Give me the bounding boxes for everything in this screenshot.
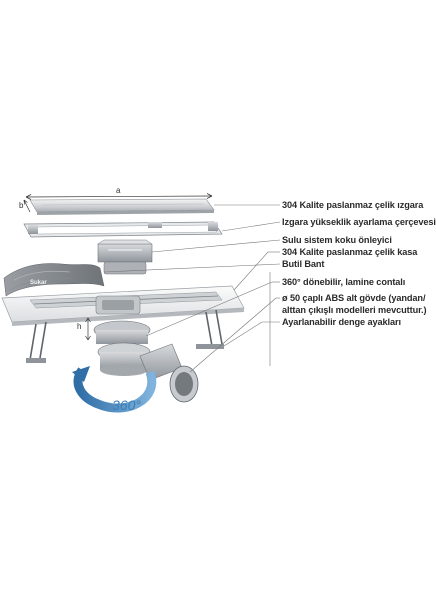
dim-a-label: a — [116, 186, 121, 195]
steel-body-tray — [1, 285, 245, 326]
label-adjust-frame: Izgara yükseklik ayarlama çerçevesi — [282, 217, 436, 227]
abs-lower-body — [93, 320, 199, 403]
height-adjust-frame — [23, 221, 223, 238]
product-diagram: Sukar — [1, 186, 436, 413]
label-butyl-tape: Butil Bant — [282, 259, 325, 269]
label-odor-trap: Sulu sistem koku önleyici — [282, 235, 392, 245]
tape-brand-text: Sukar — [30, 280, 47, 286]
label-leveling-feet: Ayarlanabilir denge ayakları — [282, 317, 401, 327]
label-abs-body-1: ø 50 çaplı ABS alt gövde (yandan/ — [282, 293, 426, 303]
steel-grate — [29, 198, 215, 215]
leader-lines — [103, 204, 281, 373]
rotation-label: 360° — [112, 397, 141, 413]
leveling-feet — [26, 309, 224, 363]
label-rotatable: 360° dönebilir, lamine contalı — [282, 277, 406, 287]
butyl-tape: Sukar — [3, 263, 105, 297]
exploded-drain-illustration: Sukar — [1, 193, 281, 413]
label-abs-body-2: alttan çıkışlı modelleri mevcuttur.) — [282, 305, 427, 315]
label-steel-grate: 304 Kalite paslanmaz çelik ızgara — [282, 200, 424, 210]
label-steel-body: 304 Kalite paslanmaz çelik kasa — [282, 247, 418, 257]
rotation-arrow — [72, 366, 157, 413]
dimension-a — [23, 193, 213, 213]
dim-h-label: h — [77, 322, 82, 331]
dimension-h — [85, 317, 91, 341]
odor-trap-insert — [97, 239, 153, 275]
dim-b-label: b — [19, 201, 24, 210]
